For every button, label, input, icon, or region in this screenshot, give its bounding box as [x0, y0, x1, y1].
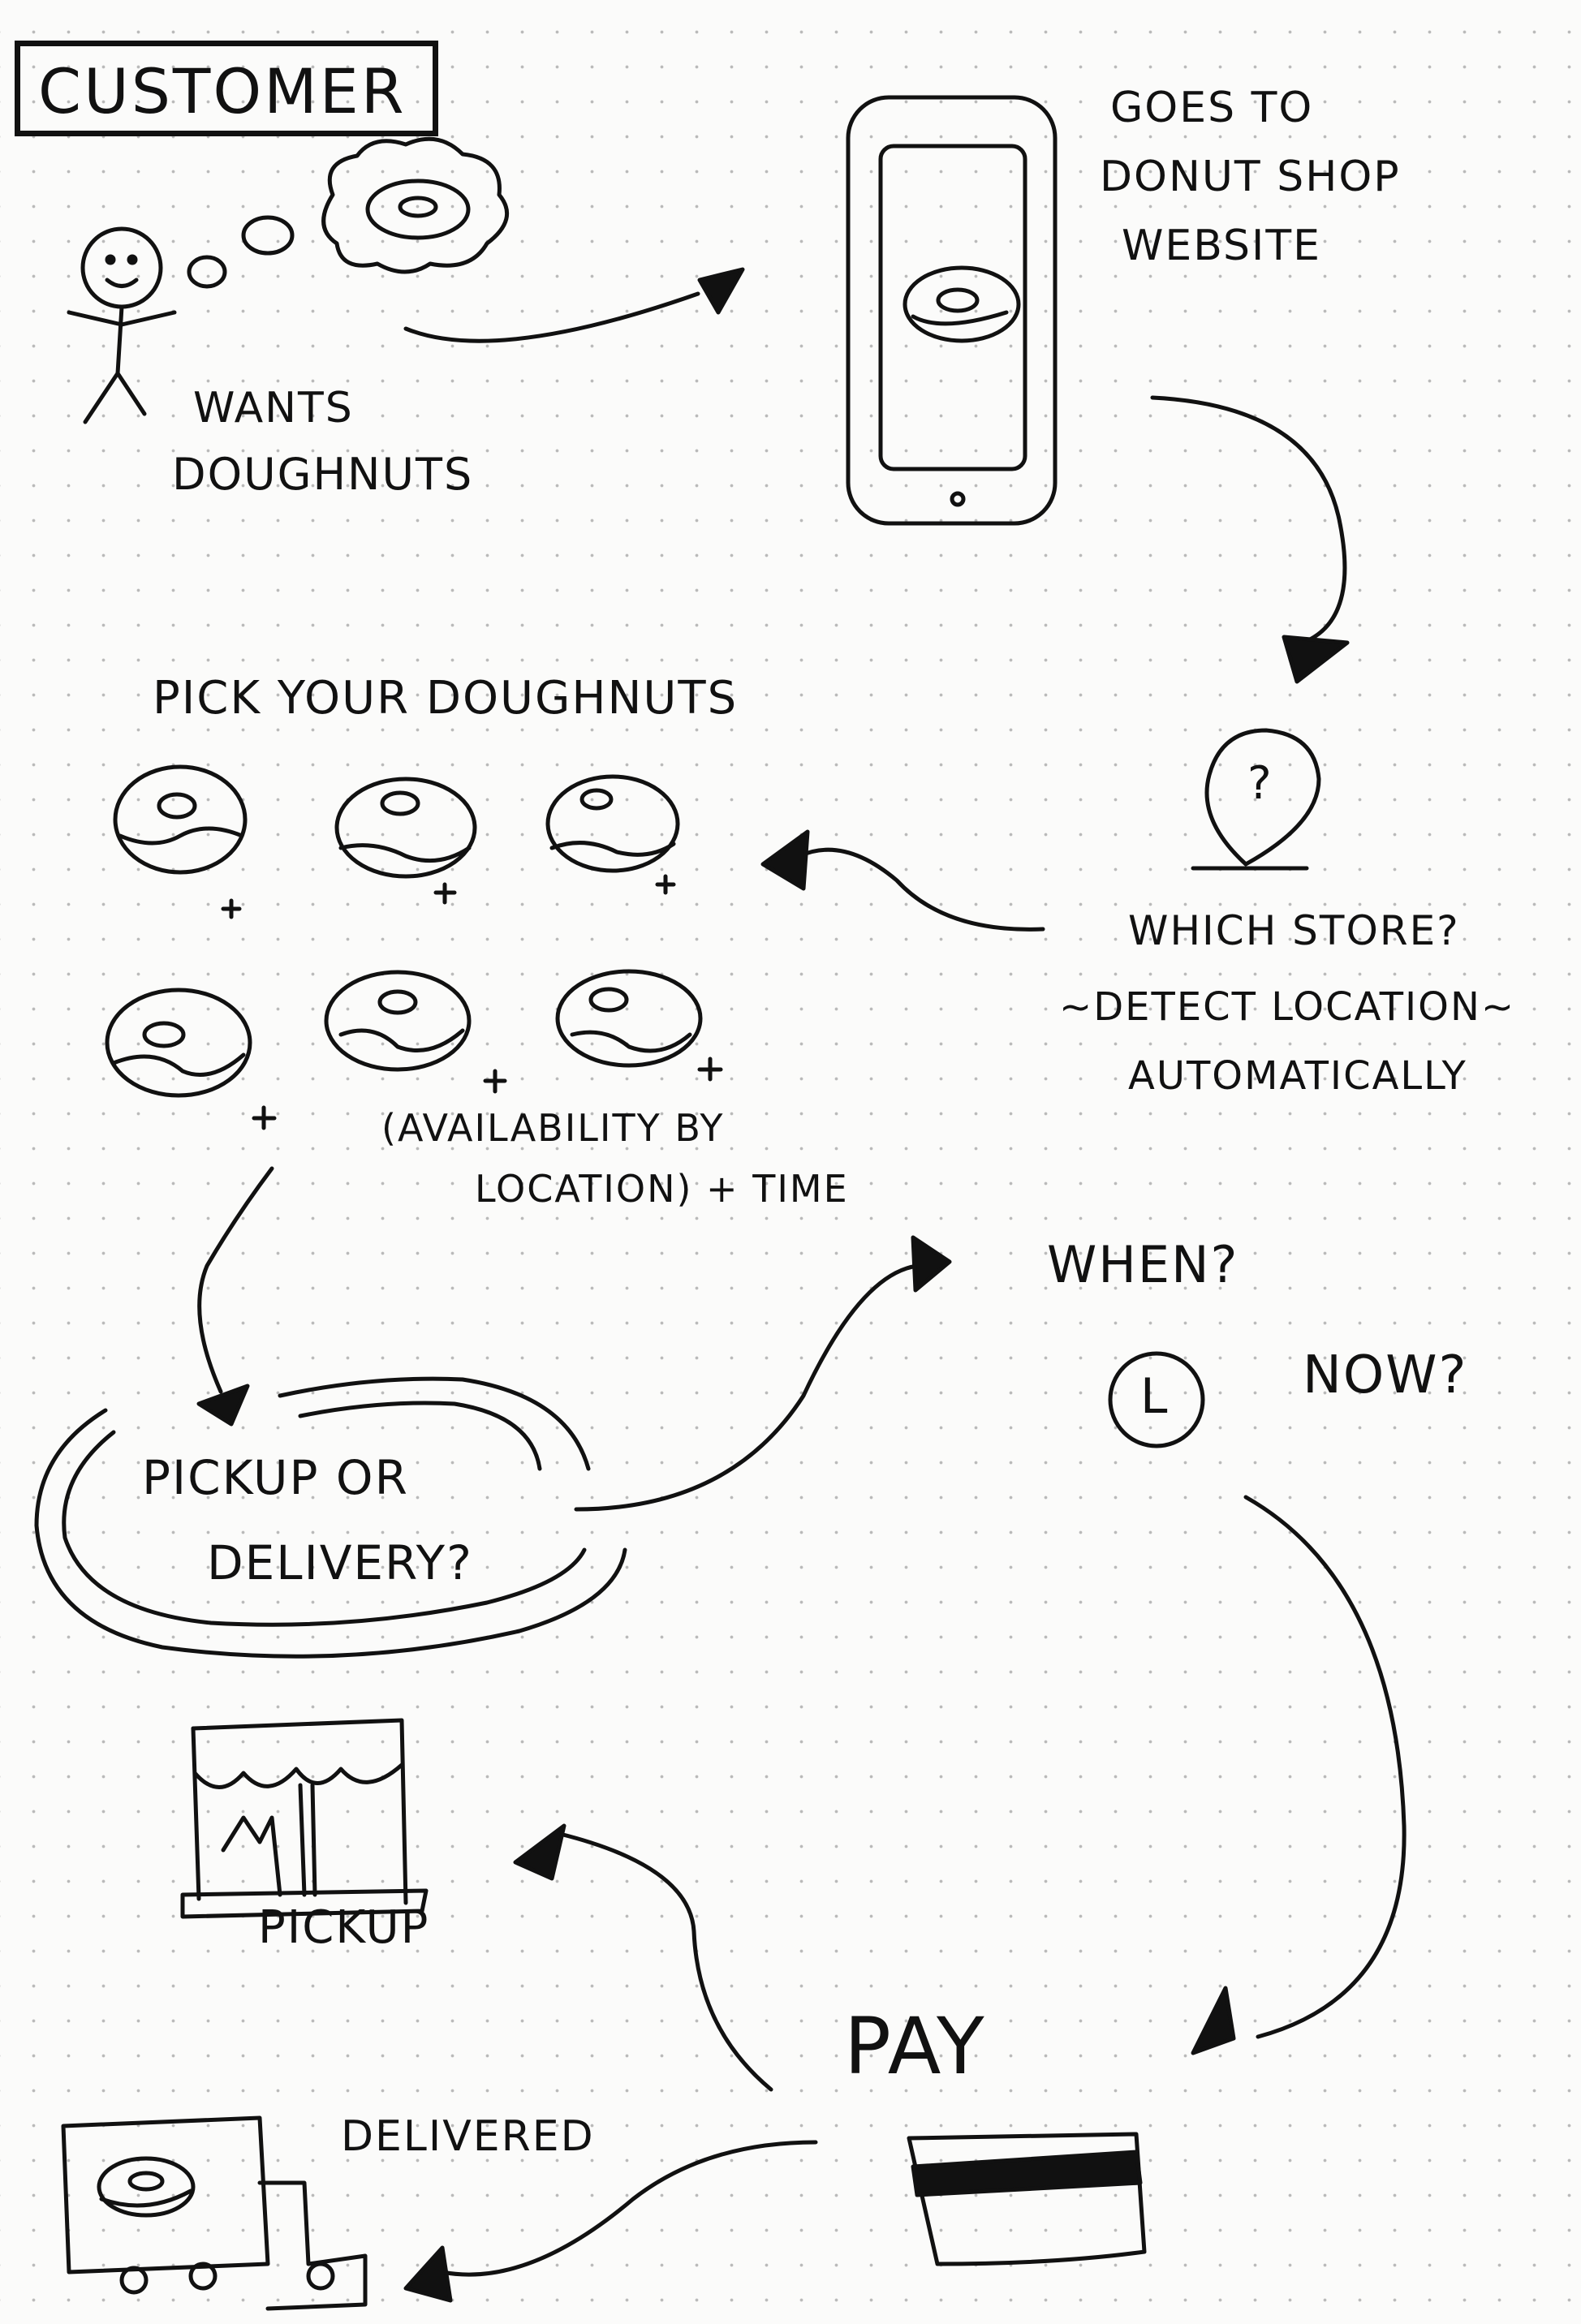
pickup-or-delivery-label-2: DELIVERY?	[207, 1535, 473, 1590]
credit-card-icon	[907, 2132, 1147, 2266]
arrow-to-pickup	[513, 1823, 773, 2092]
automatically-label: AUTOMATICALLY	[1128, 1053, 1467, 1099]
store-pin-question: ?	[1247, 757, 1273, 810]
donut-icon	[555, 969, 723, 1082]
detect-location-label: ~DETECT LOCATION~	[1059, 984, 1516, 1030]
customer-title-box: CUSTOMER	[15, 41, 438, 136]
pick-doughnuts-heading: PICK YOUR DOUGHNUTS	[153, 672, 739, 725]
donut-icon	[334, 777, 477, 905]
delivered-label: DELIVERED	[341, 2112, 595, 2161]
arrow-to-pick	[760, 829, 1045, 932]
arrow-to-pickup-or-delivery	[196, 1166, 274, 1427]
delivery-truck-icon	[61, 2115, 368, 2311]
wants-label-2: DOUGHNUTS	[172, 449, 474, 500]
arrow-to-when	[574, 1235, 952, 1512]
website-label-3: WEBSITE	[1122, 222, 1321, 270]
clock-icon	[1108, 1351, 1205, 1448]
clock-hand: L	[1140, 1368, 1170, 1425]
storefront-icon	[180, 1718, 429, 1919]
arrow-to-store	[1150, 395, 1350, 684]
donut-icon	[324, 970, 507, 1094]
wants-label-1: WANTS	[193, 384, 354, 433]
customer-title: CUSTOMER	[38, 55, 407, 127]
pickup-or-delivery-label-1: PICKUP OR	[142, 1450, 409, 1505]
arrow-to-pay	[1191, 1495, 1407, 2055]
pay-label: PAY	[844, 2001, 986, 2092]
website-label-2: DONUT SHOP	[1100, 153, 1401, 201]
donut-icon	[105, 988, 277, 1130]
donut-icon	[113, 764, 248, 919]
donut-icon	[545, 774, 680, 895]
when-label: WHEN?	[1047, 1235, 1239, 1294]
pickup-label: PICKUP	[258, 1901, 430, 1954]
pickup-or-delivery-loop	[34, 1376, 627, 1659]
arrow-to-delivered	[403, 2140, 818, 2303]
location-pin-icon	[1191, 728, 1321, 871]
donut-grid	[105, 764, 723, 1130]
which-store-label: WHICH STORE?	[1128, 907, 1460, 954]
now-label: NOW?	[1303, 1345, 1468, 1405]
website-label-1: GOES TO	[1110, 84, 1314, 132]
arrow-to-website	[403, 267, 745, 343]
availability-label-1: (AVAILABILITY BY	[381, 1106, 725, 1150]
thought-bubble-icon	[187, 136, 509, 289]
stick-figure-icon	[67, 226, 177, 424]
phone-icon	[846, 95, 1058, 526]
availability-label-2: LOCATION) + TIME	[475, 1167, 849, 1211]
